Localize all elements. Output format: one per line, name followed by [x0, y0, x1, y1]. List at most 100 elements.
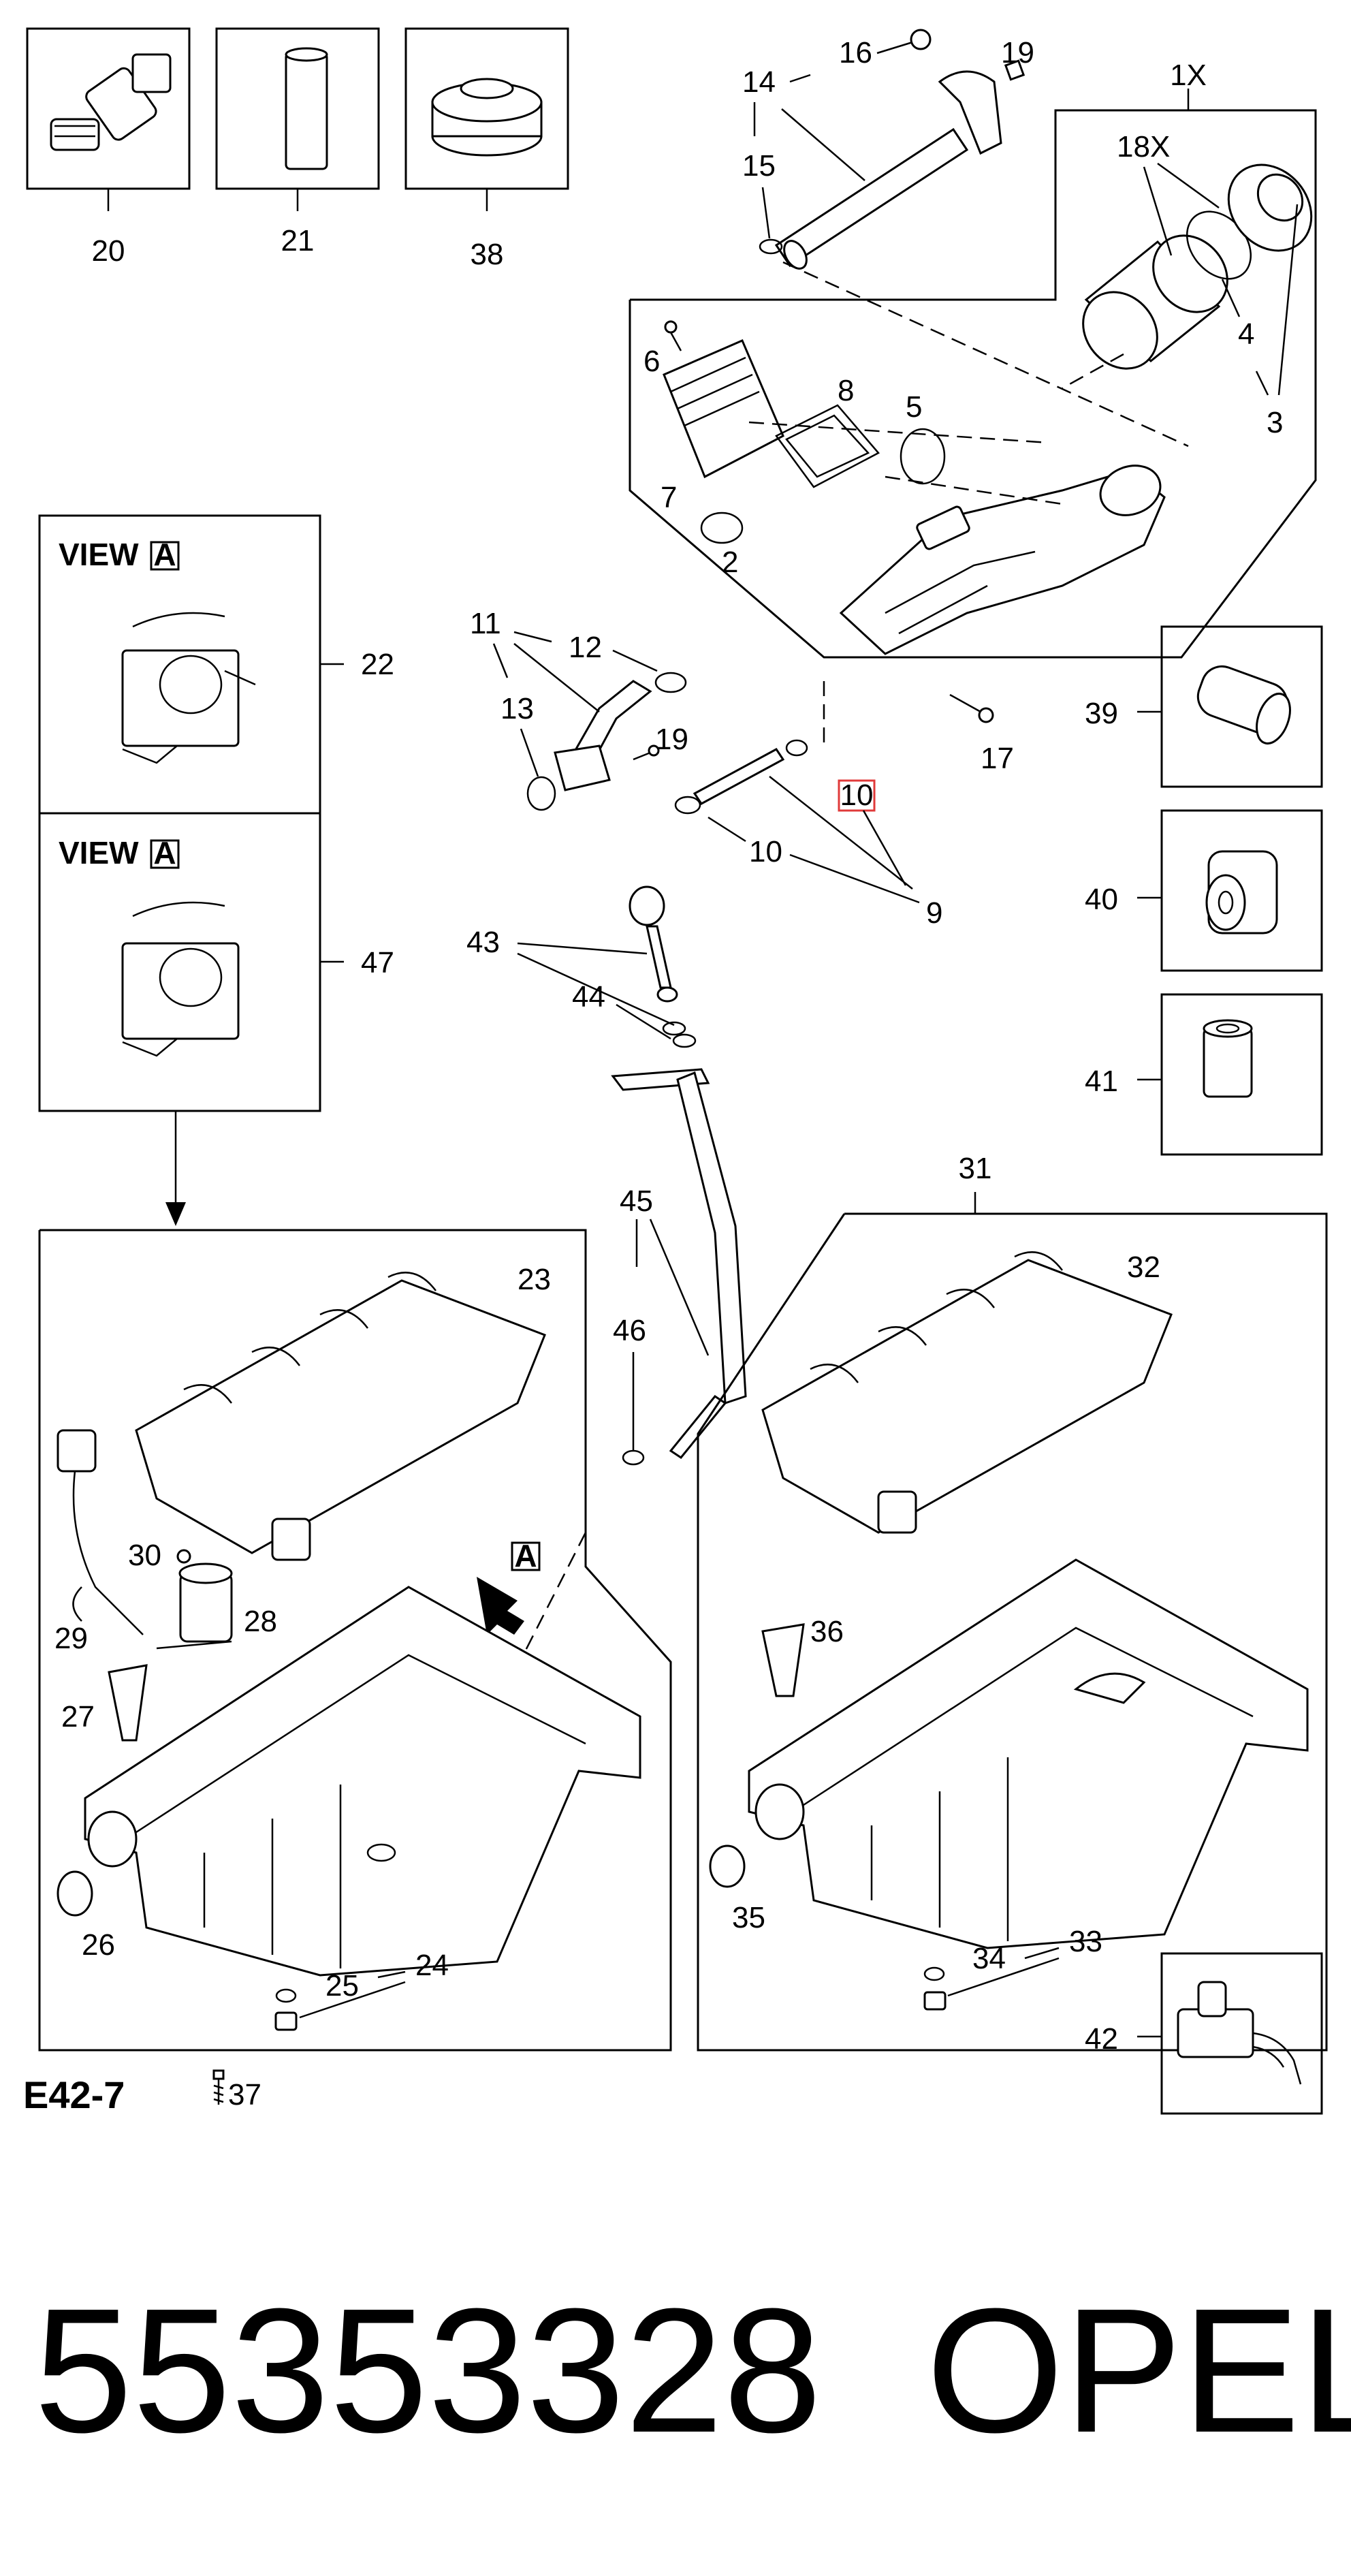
callout-9: 9	[926, 896, 942, 930]
seal-26-icon	[57, 1870, 93, 1917]
callout-4: 4	[1238, 317, 1254, 351]
callout-10b: 10	[749, 835, 782, 868]
view-a-detail-icon	[121, 612, 256, 764]
callout-19a: 19	[1001, 36, 1034, 69]
right-oil-pan-frame	[697, 1212, 1328, 2052]
box-oil-pressure-switch	[26, 27, 191, 190]
box-42	[1160, 1952, 1323, 2115]
callout-14: 14	[742, 65, 776, 99]
callout-11: 11	[470, 607, 501, 640]
tube-sleeve-icon	[285, 47, 328, 170]
diagram-code: E42-7	[23, 2073, 125, 2116]
o-rings-44-icon	[662, 1021, 697, 1048]
callout-3: 3	[1267, 406, 1283, 439]
sensor-harness-icon	[57, 1429, 144, 1635]
callout-31: 31	[959, 1152, 992, 1185]
left-oil-pan-frame	[38, 1229, 672, 2052]
o-ring-2-icon	[700, 512, 744, 544]
callout-33: 33	[1069, 1925, 1102, 1958]
drain-plug-right-icon	[923, 1966, 947, 2011]
callout-2: 2	[722, 546, 738, 579]
callout-13: 13	[500, 692, 534, 725]
callout-7: 7	[661, 481, 677, 514]
callout-27: 27	[61, 1700, 95, 1733]
callout-41: 41	[1085, 1065, 1118, 1098]
bearing-bridge-right-icon	[761, 1251, 1173, 1534]
right-oil-pan-icon	[748, 1558, 1309, 1949]
callout-39: 39	[1085, 697, 1118, 730]
seal-35-icon	[709, 1844, 746, 1888]
oil-pipe-9-icon	[674, 739, 808, 815]
view-a-box-top: VIEW A	[38, 514, 321, 815]
bolt-note-37: 37	[228, 2078, 261, 2111]
oil-filter-housing-icon	[839, 465, 1166, 655]
view-a-box-bottom: VIEW A	[38, 812, 321, 1112]
callout-44: 44	[572, 980, 605, 1014]
highlight-10	[838, 779, 876, 812]
callout-19b: 19	[655, 723, 688, 756]
callout-38: 38	[471, 238, 504, 271]
callout-42: 42	[1085, 2022, 1118, 2056]
box-40	[1160, 809, 1323, 972]
box-grommet	[404, 27, 569, 190]
dipstick-icon	[629, 885, 678, 1003]
bushing-icon	[1205, 850, 1278, 934]
oil-filter-cartridge-icon	[1082, 234, 1228, 370]
arrow-letter: A	[514, 1538, 537, 1573]
callout-47: 47	[361, 946, 394, 979]
callout-43: 43	[466, 926, 500, 959]
callout-15: 15	[742, 149, 776, 183]
box-tube	[215, 27, 380, 190]
brand-name: OPEL	[926, 2272, 1351, 2470]
callout-10a: 10	[840, 779, 874, 812]
callout-26: 26	[82, 1928, 115, 1962]
oil-cooler-assembly-frame	[629, 109, 1317, 659]
oil-return-pipe-icon	[554, 672, 687, 791]
callout-6: 6	[643, 345, 660, 378]
oil-jet-icon	[1177, 1981, 1302, 2085]
callout-5: 5	[906, 390, 922, 424]
bolt-30-icon	[176, 1549, 191, 1564]
view-letter-top: A	[153, 537, 176, 572]
callout-35: 35	[732, 1901, 765, 1934]
clip-29-icon	[72, 1586, 82, 1622]
callout-1x: 1X	[1170, 59, 1207, 92]
o-ring-5-icon	[900, 428, 946, 485]
drain-plug-icon	[274, 1988, 298, 2031]
baffle-clip-27-icon	[108, 1664, 148, 1742]
bearing-bridge-icon	[135, 1272, 546, 1561]
grommet-icon	[431, 78, 543, 157]
view-label-top: VIEW	[59, 537, 139, 572]
box-41	[1160, 993, 1323, 1156]
left-oil-pan-icon	[84, 1586, 641, 1977]
callout-36: 36	[810, 1615, 844, 1648]
oil-pressure-switch-icon	[50, 53, 172, 151]
callout-18x: 18X	[1117, 130, 1170, 163]
valve-sleeve-icon	[1196, 665, 1291, 744]
cooler-gasket-icon	[775, 404, 880, 488]
callout-28: 28	[244, 1605, 277, 1638]
callout-21: 21	[281, 224, 315, 257]
callout-45: 45	[620, 1184, 653, 1218]
callout-29: 29	[54, 1622, 88, 1655]
callout-46: 46	[613, 1314, 646, 1347]
bolt-6-icon	[664, 320, 682, 351]
callout-25: 25	[325, 1969, 359, 2002]
callout-23: 23	[518, 1263, 551, 1296]
view-a-arrow-icon: A	[477, 1538, 541, 1635]
o-ring-13-icon	[526, 776, 556, 811]
bolt-17-icon	[949, 693, 994, 723]
clip-36-icon	[761, 1623, 805, 1697]
callout-17: 17	[981, 742, 1014, 775]
callout-24: 24	[415, 1949, 449, 1982]
view-a-detail-icon-2	[121, 901, 240, 1057]
sleeve-41-icon	[1203, 1019, 1253, 1098]
callout-22: 22	[361, 648, 394, 681]
callout-8: 8	[838, 374, 854, 407]
box-39	[1160, 625, 1323, 788]
oil-level-sensor-icon	[156, 1562, 233, 1650]
callout-32: 32	[1127, 1251, 1160, 1284]
callout-12: 12	[569, 631, 602, 664]
bolt-37-icon	[212, 2069, 225, 2105]
